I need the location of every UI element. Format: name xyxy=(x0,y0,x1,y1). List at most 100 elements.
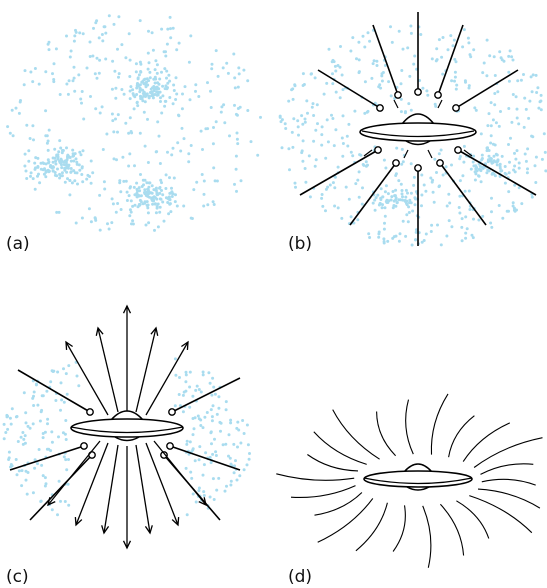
particle-dot xyxy=(301,159,305,163)
panel-a: (a) xyxy=(6,14,262,254)
particle-dot xyxy=(540,157,544,161)
particle-dot xyxy=(132,185,136,189)
particle-dot xyxy=(138,19,142,23)
particle-dot xyxy=(110,87,114,91)
probe-tip xyxy=(80,442,88,450)
particle-dot xyxy=(175,48,179,52)
particle-dot xyxy=(511,93,515,96)
particle-dot xyxy=(217,406,221,410)
particle-dot xyxy=(219,429,222,433)
particle-dot xyxy=(51,160,55,164)
particle-dot xyxy=(524,159,528,163)
particle-dot xyxy=(43,476,47,480)
particle-dot xyxy=(498,162,502,166)
particle-dot xyxy=(195,384,199,388)
particle-dot xyxy=(248,452,251,455)
particle-dot xyxy=(46,417,50,421)
particle-dot xyxy=(143,100,147,104)
particle-dot xyxy=(44,109,48,113)
particle-dot xyxy=(60,398,64,402)
particle-dot xyxy=(430,57,434,61)
particle-dot xyxy=(182,204,186,208)
particle-dot xyxy=(397,29,401,33)
particle-dot xyxy=(512,206,516,210)
panel-label-b: (b) xyxy=(288,234,312,254)
particle-dot xyxy=(313,164,317,168)
particle-dot xyxy=(151,196,155,200)
field-line xyxy=(276,473,355,481)
particle-dot xyxy=(112,157,116,161)
particle-dot xyxy=(202,204,206,208)
particle-dot xyxy=(31,422,35,426)
probe-line xyxy=(17,369,91,413)
particle-dot xyxy=(168,176,171,180)
particle-dot xyxy=(142,110,146,114)
particle-dot xyxy=(294,185,297,189)
particle-dot xyxy=(420,193,424,197)
particle-dot xyxy=(503,171,507,175)
particle-dot xyxy=(474,108,478,112)
particle-dot xyxy=(157,82,161,86)
particle-dot xyxy=(331,82,335,86)
particle-dot xyxy=(36,165,40,169)
particle-dot xyxy=(168,202,172,206)
particle-dot xyxy=(41,436,45,440)
particle-dot xyxy=(170,153,174,157)
particle-dot xyxy=(491,118,495,122)
particle-dot xyxy=(197,458,201,462)
particle-dot xyxy=(135,101,139,105)
particle-dot xyxy=(309,72,313,76)
particle-dot xyxy=(189,144,193,147)
particle-dot xyxy=(73,152,77,156)
particle-dot xyxy=(334,128,338,132)
particle-dot xyxy=(150,31,154,35)
particle-dot xyxy=(202,179,206,183)
particle-dot xyxy=(50,508,54,512)
particle-dot xyxy=(349,150,353,154)
particle-dot xyxy=(158,210,162,214)
particle-dot xyxy=(293,181,297,185)
particle-dot xyxy=(146,51,150,55)
particle-dot xyxy=(143,188,147,192)
particle-dot xyxy=(117,72,121,76)
particle-dot xyxy=(436,223,439,227)
particle-dot xyxy=(103,187,107,191)
particle-dot xyxy=(44,70,48,74)
particle-dot xyxy=(44,162,48,166)
particle-dot xyxy=(235,189,238,193)
particle-dot xyxy=(405,203,409,207)
particle-dot xyxy=(54,399,58,402)
particle-dot xyxy=(114,117,117,121)
particle-dot xyxy=(354,182,358,186)
particle-dot xyxy=(534,155,538,159)
particle-dot xyxy=(184,380,188,384)
particle-dot xyxy=(6,125,10,129)
particle-dot xyxy=(239,179,243,183)
particle-dot xyxy=(66,177,69,181)
particle-dot xyxy=(300,151,304,155)
particle-dot xyxy=(520,202,524,206)
particle-dot xyxy=(213,437,216,441)
particle-dot xyxy=(473,170,477,174)
particle-dot xyxy=(201,148,204,151)
particle-dot xyxy=(412,183,416,187)
particle-dot xyxy=(314,128,318,132)
particle-dot xyxy=(212,203,216,206)
particle-dot xyxy=(119,190,123,194)
particle-dot xyxy=(88,175,91,178)
particle-dot xyxy=(451,44,455,48)
particle-dot xyxy=(32,404,36,407)
particle-dot xyxy=(472,48,476,52)
particle-dot xyxy=(209,89,212,93)
particle-dot xyxy=(458,211,462,215)
particle-dot xyxy=(290,130,294,134)
force-arrow xyxy=(75,442,109,526)
particle-dot xyxy=(190,217,194,220)
particle-dot xyxy=(224,400,228,404)
particle-dot xyxy=(414,197,417,201)
particle-dot xyxy=(33,167,37,171)
particle-dot xyxy=(153,93,157,96)
particle-dot xyxy=(469,167,473,171)
particle-dot xyxy=(67,503,71,507)
particle-dot xyxy=(197,417,201,421)
